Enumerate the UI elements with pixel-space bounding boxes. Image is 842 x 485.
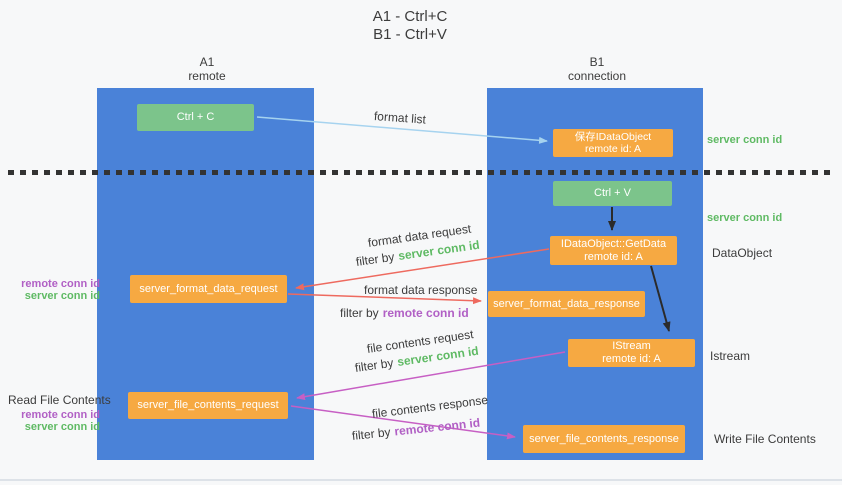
note-read-file-contents: Read File Contents bbox=[8, 393, 111, 407]
note-remote-conn-id-2: remote conn id bbox=[21, 409, 100, 421]
box-ctrl-c: Ctrl + C bbox=[137, 104, 254, 131]
lane-b1-name: B1 bbox=[589, 55, 605, 69]
box-save-idataobject: 保存IDataObject remote id: A bbox=[553, 129, 673, 157]
note-conn-pair-1: remote conn id server conn id bbox=[6, 279, 100, 303]
box-server-format-data-request: server_format_data_request bbox=[130, 275, 287, 303]
box-istream-line2: remote id: A bbox=[602, 353, 661, 365]
label-format-data-response: format data response bbox=[364, 283, 478, 297]
box-ctrl-v-label: Ctrl + V bbox=[594, 187, 631, 199]
box-istream-line1: IStream bbox=[612, 340, 651, 352]
box-ctrl-c-label: Ctrl + C bbox=[176, 111, 215, 123]
note-server-conn-id-1: server conn id bbox=[24, 290, 100, 302]
note-conn-pair-2: remote conn id server conn id bbox=[6, 410, 100, 434]
box-server-format-data-response-label: server_format_data_response bbox=[493, 297, 640, 310]
title-line-1: A1 - Ctrl+C bbox=[372, 8, 448, 25]
note-server-conn-id-top: server conn id bbox=[707, 134, 783, 146]
box-server-format-data-request-label: server_format_data_request bbox=[139, 282, 278, 295]
note-server-conn-id-mid: server conn id bbox=[707, 212, 783, 224]
box-istream: IStream remote id: A bbox=[568, 339, 695, 367]
box-server-file-contents-response: server_file_contents_response bbox=[523, 425, 685, 453]
lane-header-b1: B1 connection bbox=[537, 55, 657, 83]
label-filter-by-4: filter by bbox=[351, 424, 392, 443]
box-save-idataobject-line2: remote id: A bbox=[584, 143, 642, 155]
box-server-format-data-response: server_format_data_response bbox=[488, 291, 645, 317]
note-server-conn-id-2: server conn id bbox=[24, 421, 100, 433]
box-getdata-line2: remote id: A bbox=[584, 250, 643, 263]
box-server-file-contents-request: server_file_contents_request bbox=[128, 392, 288, 419]
label-filter-by-1: filter by bbox=[355, 249, 396, 269]
window-bottom-edge bbox=[0, 479, 842, 481]
box-ctrl-v: Ctrl + V bbox=[553, 181, 672, 206]
lane-header-a1: A1 remote bbox=[147, 55, 267, 83]
session-divider-dotted-line bbox=[8, 170, 830, 175]
diagram-title: A1 - Ctrl+C B1 - Ctrl+V bbox=[330, 8, 490, 44]
box-server-file-contents-request-label: server_file_contents_request bbox=[137, 399, 279, 411]
note-dataobject: DataObject bbox=[712, 246, 773, 260]
title-line-2: B1 - Ctrl+V bbox=[373, 26, 447, 43]
label-remote-conn-id-purple-1: remote conn id bbox=[382, 306, 469, 320]
label-format-list: format list bbox=[373, 109, 427, 127]
box-getdata-line1: IDataObject::GetData bbox=[560, 237, 667, 250]
lane-a1-name: A1 bbox=[199, 55, 215, 69]
label-filter-by-2: filter by bbox=[340, 306, 379, 320]
label-remote-conn-id-purple-2: remote conn id bbox=[393, 415, 481, 439]
label-filter-by-3: filter by bbox=[354, 355, 395, 375]
box-idataobject-getdata: IDataObject::GetData remote id: A bbox=[550, 236, 677, 265]
lane-b1-subtitle: connection bbox=[567, 69, 627, 83]
note-istream: Istream bbox=[710, 349, 751, 363]
box-save-idataobject-line1: 保存IDataObject bbox=[574, 130, 652, 143]
note-remote-conn-id-1: remote conn id bbox=[21, 278, 100, 290]
note-write-file-contents: Write File Contents bbox=[714, 432, 816, 446]
box-server-file-contents-response-label: server_file_contents_response bbox=[529, 432, 679, 445]
lane-a1-subtitle: remote bbox=[188, 69, 226, 83]
